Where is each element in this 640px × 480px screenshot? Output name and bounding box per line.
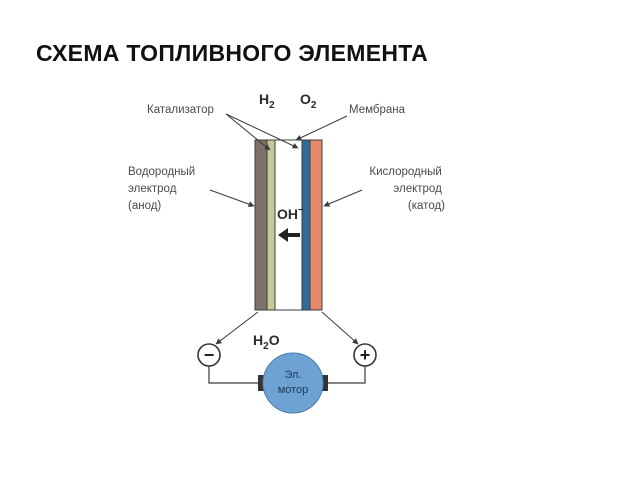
positive-sign: + xyxy=(360,345,371,365)
negative-terminal: − xyxy=(197,343,221,367)
hydroxide-ion-label: OH− xyxy=(277,205,304,222)
slide-title: СХЕМА ТОПЛИВНОГО ЭЛЕМЕНТА xyxy=(36,40,429,66)
wire-positive xyxy=(326,366,366,384)
wire-negative xyxy=(208,366,259,384)
cathode-layer xyxy=(309,139,323,311)
catalyst-label: Катализатор xyxy=(147,104,214,116)
electric-motor: Эл. мотор xyxy=(258,352,328,414)
anode-catalyst-layer xyxy=(266,139,276,311)
o2-formula: O2 xyxy=(300,91,317,111)
cathode-label: Кислородный электрод (катод) xyxy=(369,166,445,212)
motor-label-line2: мотор xyxy=(278,384,309,396)
anode-label: Водородный электрод (анод) xyxy=(128,166,198,212)
negative-sign: − xyxy=(204,345,215,365)
h2-formula: H2 xyxy=(259,91,275,111)
ion-flow-arrow xyxy=(278,228,300,242)
membrane-leader xyxy=(295,115,348,141)
membrane-layer xyxy=(301,139,311,311)
catalyst-leader-2 xyxy=(225,113,299,149)
water-formula: H2O xyxy=(253,332,280,352)
electrolyte-layer xyxy=(274,139,303,311)
membrane-label: Мембрана xyxy=(349,104,406,116)
cathode-terminal-leader xyxy=(321,311,359,345)
anode-layer xyxy=(254,139,268,311)
fuel-cell-stack xyxy=(254,139,323,311)
anode-leader xyxy=(209,189,255,207)
motor-label-line1: Эл. xyxy=(284,369,301,381)
motor-body xyxy=(262,352,324,414)
catalyst-leader-1 xyxy=(225,113,271,151)
anode-terminal-leader xyxy=(215,311,259,345)
cathode-leader xyxy=(323,189,363,207)
positive-terminal: + xyxy=(353,343,377,367)
